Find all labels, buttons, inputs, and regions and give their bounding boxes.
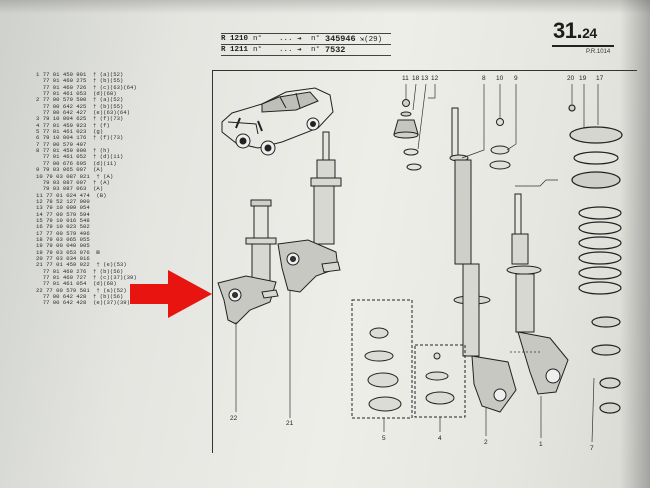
parts-list-line: 19 79 00 040 005 — [36, 242, 90, 250]
parts-list-line: 13 79 10 009 054 — [36, 204, 90, 212]
top-callout-labels: 11 18 13 12 8 10 9 20 19 17 — [402, 75, 604, 82]
callout-label: 7 — [590, 445, 594, 452]
parts-list-line: 22 77 00 579 501 † (a)(52) — [36, 286, 127, 294]
parts-list-line: 21 77 01 459 922 † (e)(53) — [36, 261, 127, 269]
dots: ... — [279, 35, 293, 43]
parts-list-line: 2 77 00 579 500 † (a)(52) — [36, 96, 124, 104]
parts-list-line: 77 00 642 427 (e)(63)(64) — [36, 109, 130, 117]
parts-list-line: 10 79 03 087 021 † (A) — [36, 172, 114, 180]
coil-spring-assembly-7 — [568, 104, 623, 414]
callout-label: 4 — [438, 435, 442, 442]
parts-list-line: 11 77 01 024 474 (B) — [36, 191, 107, 199]
chassis-reference-table: R 1210 n° ... ➜ n° 345946 ⇲(29) R 1211 n… — [221, 33, 391, 56]
callout-label: 17 — [596, 75, 604, 82]
parts-list-line: 7 77 00 579 497 — [36, 140, 87, 148]
callout-label: 21 — [286, 420, 294, 427]
parts-list-line: 77 00 642 428 † (b)(56) — [36, 293, 124, 301]
ref-note: ⇲(29) — [359, 36, 383, 44]
parts-list-line: 8 77 01 459 900 † (h) — [36, 147, 110, 155]
model-code: R 1211 — [221, 46, 249, 54]
page-shadow-right — [620, 0, 650, 488]
parts-list-line: 79 03 087 007 † (A) — [36, 178, 110, 186]
export-icon: ⇲ — [359, 36, 365, 44]
number-label: n° — [253, 35, 263, 43]
header-rule — [552, 45, 614, 47]
parts-list-line: 14 77 00 579 594 — [36, 210, 90, 218]
callout-label: 10 — [496, 75, 504, 82]
spring-seat-parts — [489, 118, 511, 170]
arrow-icon: ➜ — [297, 47, 302, 55]
ref-row: R 1211 n° ... ➜ n° 7532 — [221, 44, 391, 56]
shock-absorber-8 — [449, 107, 517, 413]
page-shadow-top — [0, 0, 650, 14]
parts-list-line: 77 00 676 695 (d)(11) — [36, 159, 117, 167]
callout-label: 2 — [484, 439, 488, 446]
parts-list-line: 77 00 642 428 (e)(37)(39) — [36, 299, 130, 307]
serial-number: 7532 — [325, 45, 346, 55]
model-code: R 1210 — [221, 35, 249, 43]
parts-list-line: 77 01 460 726 † (c)(63)(64) — [36, 83, 137, 91]
callout-label: 22 — [230, 415, 238, 422]
number-label: n° — [253, 46, 263, 54]
parts-list-line: 9 79 03 065 007 (A) — [36, 166, 104, 174]
parts-list-line: 79 03 087 063 (A) — [36, 185, 104, 193]
callout-label: 11 — [402, 75, 409, 82]
callout-label: 9 — [514, 75, 518, 82]
callout-label: 12 — [431, 75, 439, 82]
strut-assembly-22 — [217, 199, 279, 325]
parts-list-line: 12 78 52 127 000 — [36, 197, 90, 205]
callout-label: 20 — [567, 75, 575, 82]
kit-box-4 — [414, 344, 466, 418]
parts-list-line: 19 79 03 053 076 ⊠ — [36, 248, 100, 256]
parts-list-line: 77 00 642 425 † (b)(55) — [36, 102, 124, 110]
callout-label: 13 — [421, 75, 429, 82]
top-mount-parts — [393, 99, 422, 171]
parts-list-line: 4 77 01 459 923 † (f) — [36, 121, 110, 129]
kit-box-5 — [351, 299, 413, 419]
callout-label: 18 — [412, 75, 420, 82]
callout-label: 1 — [539, 441, 543, 448]
parts-list-line: 77 01 460 276 † (b)(56) — [36, 267, 124, 275]
page-number: 31.24 — [553, 18, 597, 43]
ref-row: R 1210 n° ... ➜ n° 345946 ⇲(29) — [221, 33, 391, 44]
arrow-icon: ➜ — [297, 36, 302, 44]
parts-list-line: 16 79 10 023 502 — [36, 223, 90, 231]
dots: ... — [279, 46, 293, 54]
bottom-callout-labels: 22 21 5 4 2 1 7 — [230, 415, 594, 452]
parts-list-line: 1 77 01 459 901 † (a)(52) — [36, 71, 124, 78]
number-label: n° — [311, 35, 321, 43]
parts-list-line: 15 79 10 016 548 — [36, 216, 90, 224]
parts-list-line: 77 01 461 052 † (d)(11) — [36, 153, 124, 161]
red-pointer-arrow-icon — [130, 270, 212, 318]
serial-number: 345946 — [325, 34, 356, 44]
parts-list-line: 20 77 03 034 016 — [36, 254, 90, 262]
parts-list: 1 77 01 459 901 † (a)(52) 77 01 460 275 … — [36, 71, 186, 307]
callout-label: 5 — [382, 435, 386, 442]
parts-list-line: 6 79 10 004 176 † (f)(73) — [36, 134, 124, 142]
page-reference: P.R.1014 — [586, 49, 611, 55]
diagram-frame — [212, 70, 637, 453]
leader-lines — [235, 83, 599, 443]
parts-list-line: 18 79 03 065 055 — [36, 235, 90, 243]
parts-list-line: 5 77 01 461 023 (g) — [36, 128, 104, 136]
parts-list-line: 77 01 460 727 † (c)(37)(39) — [36, 274, 137, 281]
number-label: n° — [311, 46, 321, 54]
parts-list-line: 77 01 460 275 † (b)(55) — [36, 77, 124, 85]
parts-list-line: 77 01 461 053 (d)(68) — [36, 90, 117, 98]
strut-assembly-1 — [506, 193, 569, 395]
callout-label: 19 — [579, 75, 587, 82]
callout-label: 8 — [482, 75, 486, 82]
strut-assembly-21 — [277, 131, 342, 293]
parts-list-line: 17 77 00 579 496 — [36, 229, 90, 237]
parts-list-line: 3 79 10 004 625 † (f)(73) — [36, 115, 124, 123]
parts-list-line: 77 01 461 054 (d)(68) — [36, 280, 117, 288]
car-illustration — [221, 87, 334, 156]
